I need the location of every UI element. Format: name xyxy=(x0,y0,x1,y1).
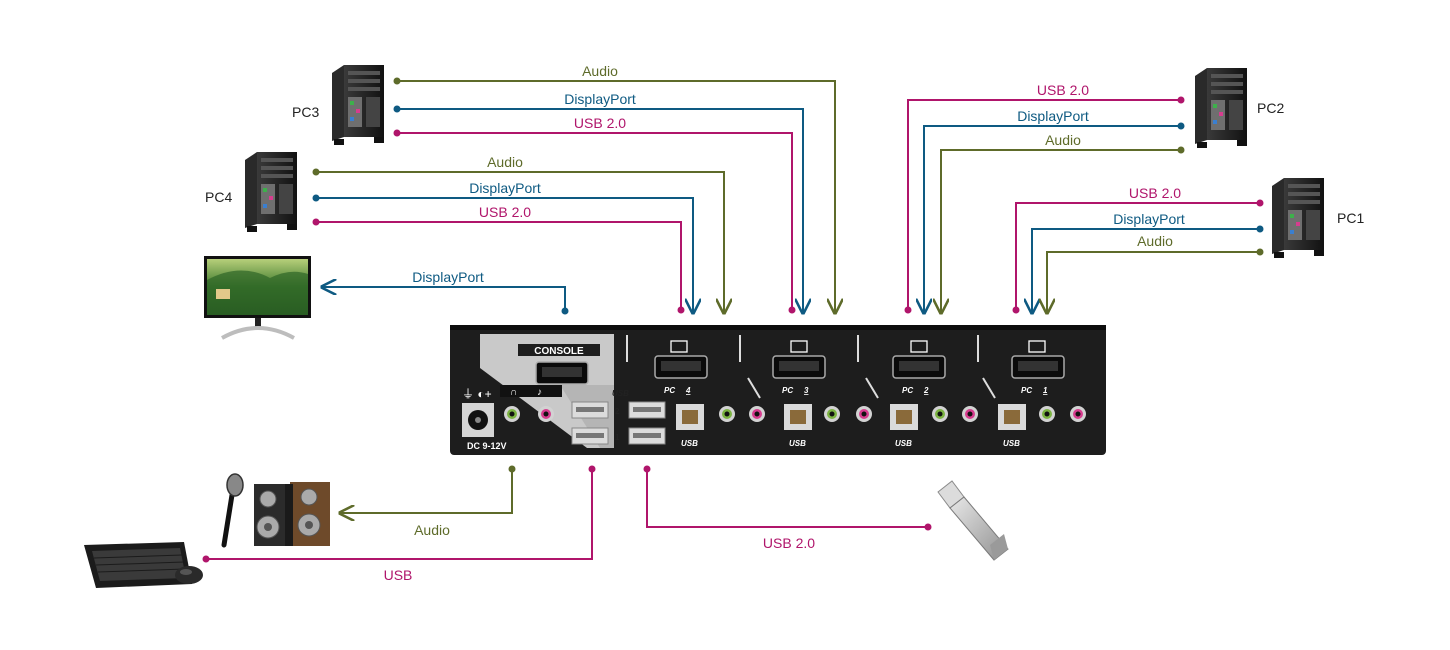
tower-pc-icon xyxy=(1195,68,1247,148)
headphone-icon: ∩ xyxy=(510,387,517,398)
tower-pc-icon xyxy=(1272,178,1324,258)
pc2-audio-label: Audio xyxy=(1045,132,1081,148)
pc-port-group-3: PC 3 USB xyxy=(772,340,872,448)
cable-pc2-usb: USB 2.0 xyxy=(904,82,1185,314)
pc-port-group-4: PC 4 USB xyxy=(654,340,765,448)
cable-pc3-displayport: DisplayPort xyxy=(393,91,804,313)
tower-pc-icon xyxy=(245,152,297,232)
speaker-icon xyxy=(254,482,330,546)
pc2-displayport-label: DisplayPort xyxy=(1017,108,1089,124)
pc3-displayport-label: DisplayPort xyxy=(564,91,636,107)
flash-usb-label: USB 2.0 xyxy=(763,535,815,551)
cable-speakers-audio: Audio xyxy=(340,465,516,538)
pc4-displayport-label: DisplayPort xyxy=(469,180,541,196)
pc4-label: PC4 xyxy=(205,189,232,205)
usb-port-label: USB xyxy=(789,439,806,448)
usb-flash-drive-icon xyxy=(937,480,1009,561)
cable-pc4-usb: USB 2.0 xyxy=(312,204,685,314)
cable-pc2-audio: Audio xyxy=(941,132,1185,313)
port-number-1: 1 xyxy=(1043,386,1048,395)
pc-tag: PC xyxy=(782,386,793,395)
kvm-switch-device: CONSOLE ∩ ♪ ⏚ ◐+ DC 9-12V USB 2 1 xyxy=(450,325,1106,455)
pc4: PC4 xyxy=(205,152,297,232)
microphone-icon xyxy=(221,473,244,548)
pc1-displayport-label: DisplayPort xyxy=(1113,211,1185,227)
cable-pc4-displayport: DisplayPort xyxy=(312,180,694,313)
port-number-2: 2 xyxy=(923,386,929,395)
cable-pc1-displayport: DisplayPort xyxy=(1032,211,1264,313)
monitor-icon xyxy=(204,256,311,340)
pc-tag: PC xyxy=(902,386,913,395)
cable-pc1-usb: USB 2.0 xyxy=(1012,185,1264,314)
dc-polarity-icon: ⏚ ◐+ xyxy=(462,387,492,401)
port-number-4: 4 xyxy=(685,386,691,395)
port-number-3: 3 xyxy=(804,386,809,395)
mouse-icon xyxy=(175,566,203,584)
pc3-label: PC3 xyxy=(292,104,319,120)
keyboard-usb-label: USB xyxy=(384,567,413,583)
cable-pc4-audio: Audio xyxy=(312,154,725,313)
dc-label: DC 9-12V xyxy=(467,441,507,451)
usb-port-label: USB xyxy=(681,439,698,448)
pc2-label: PC2 xyxy=(1257,100,1284,116)
cable-pc3-usb: USB 2.0 xyxy=(393,115,796,314)
pc1: PC1 xyxy=(1272,178,1364,258)
pc2: PC2 xyxy=(1195,68,1284,148)
speakers-audio-label: Audio xyxy=(414,522,450,538)
usb-port-label: USB xyxy=(1003,439,1020,448)
microphone-icon: ♪ xyxy=(537,387,542,398)
pc-port-group-2: PC 2 USB xyxy=(890,340,978,448)
monitor-displayport-label: DisplayPort xyxy=(412,269,484,285)
pc1-usb-label: USB 2.0 xyxy=(1129,185,1181,201)
cable-pc2-displayport: DisplayPort xyxy=(924,108,1185,313)
pc3-audio-label: Audio xyxy=(582,63,618,79)
hub-port-2-label: 2 xyxy=(615,407,620,416)
cable-flash-usb: USB 2.0 xyxy=(643,465,932,551)
usb-hub-label: USB xyxy=(612,389,629,398)
pc2-usb-label: USB 2.0 xyxy=(1037,82,1089,98)
usb-port-label: USB xyxy=(895,439,912,448)
keyboard-icon xyxy=(84,542,192,588)
pc-tag: PC xyxy=(664,386,675,395)
hub-port-1-label: 1 xyxy=(615,433,620,442)
cable-keyboard-usb: USB xyxy=(202,465,596,583)
pc3-usb-label: USB 2.0 xyxy=(574,115,626,131)
pc3: PC3 xyxy=(292,65,384,145)
pc4-audio-label: Audio xyxy=(487,154,523,170)
pc1-audio-label: Audio xyxy=(1137,233,1173,249)
pc4-usb-label: USB 2.0 xyxy=(479,204,531,220)
pc1-label: PC1 xyxy=(1337,210,1364,226)
tower-pc-icon xyxy=(332,65,384,145)
pc-port-group-1: PC 1 USB xyxy=(998,340,1086,448)
console-label: CONSOLE xyxy=(534,346,584,357)
cable-pc1-audio: Audio xyxy=(1047,233,1264,313)
cable-pc3-audio: Audio xyxy=(393,63,836,313)
cable-monitor-displayport: DisplayPort xyxy=(322,269,569,315)
pc-tag: PC xyxy=(1021,386,1032,395)
